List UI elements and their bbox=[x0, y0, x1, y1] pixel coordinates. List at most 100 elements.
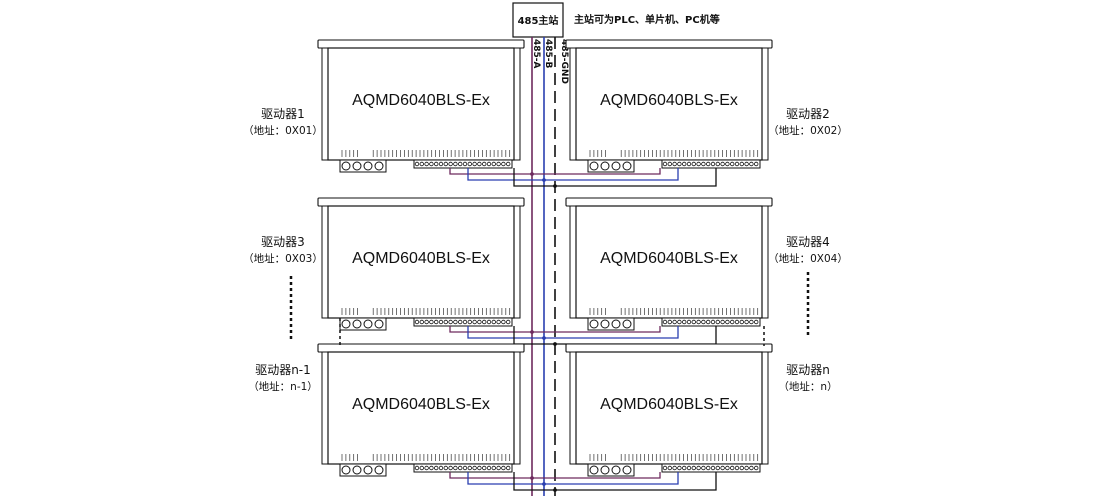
driver-flange bbox=[565, 39, 773, 49]
driver-name-label: 驱动器n-1 bbox=[255, 363, 311, 377]
driver-2: AQMD6040BLS-Ex 驱动器2 （地址：0X02） bbox=[530, 39, 848, 188]
signal-terminal-block bbox=[413, 463, 513, 473]
master-note: 主站可为PLC、单片机、PC机等 bbox=[574, 13, 720, 26]
driver-side-tab-right bbox=[513, 205, 521, 319]
power-terminal-block bbox=[587, 317, 635, 331]
junction-dot bbox=[530, 330, 534, 334]
driver-1: AQMD6040BLS-Ex 驱动器1 （地址：0X01） bbox=[243, 39, 557, 188]
driver-tap-wire bbox=[532, 326, 661, 333]
driver-tap-wire bbox=[449, 472, 532, 479]
driver-pin-marks bbox=[341, 308, 511, 315]
driver-flange bbox=[317, 343, 525, 353]
driver-address-label: （地址：0X01） bbox=[243, 124, 323, 137]
driver-side-tab-left bbox=[569, 47, 577, 161]
driver-side-tab-right bbox=[513, 351, 521, 465]
driver-name-label: 驱动器4 bbox=[786, 235, 830, 249]
driver-name-label: 驱动器n bbox=[786, 363, 830, 377]
driver-pin-marks bbox=[589, 150, 759, 157]
power-terminal-block bbox=[339, 317, 387, 331]
driver-pin-marks bbox=[341, 454, 511, 461]
driver-model-label: AQMD6040BLS-Ex bbox=[352, 396, 490, 413]
signal-terminal-block bbox=[413, 159, 513, 169]
driver-tap-wire bbox=[544, 326, 679, 339]
driver-body bbox=[327, 351, 515, 465]
driver-tap-wire bbox=[544, 472, 679, 485]
driver-side-tab-left bbox=[569, 205, 577, 319]
driver-model-label: AQMD6040BLS-Ex bbox=[600, 92, 738, 109]
junction-dot bbox=[542, 178, 546, 182]
bus-wires bbox=[531, 37, 556, 496]
driver-side-tab-left bbox=[321, 351, 329, 465]
power-terminal-block bbox=[587, 159, 635, 173]
power-terminal-block bbox=[339, 463, 387, 477]
driver-6: AQMD6040BLS-Ex 驱动器n （地址：n） bbox=[530, 343, 838, 492]
signal-terminal-block bbox=[661, 317, 761, 327]
driver-tap-wire bbox=[513, 472, 555, 491]
driver-tap-wire bbox=[467, 326, 544, 339]
driver-3: AQMD6040BLS-Ex 驱动器3 （地址：0X03） bbox=[243, 197, 557, 346]
driver-4: AQMD6040BLS-Ex 驱动器4 （地址：0X04） bbox=[530, 197, 848, 346]
driver-address-label: （地址：n-1） bbox=[248, 380, 318, 393]
driver-tap-wire bbox=[467, 472, 544, 485]
driver-5: AQMD6040BLS-Ex 驱动器n-1 （地址：n-1） bbox=[248, 343, 557, 492]
driver-tap-wire bbox=[532, 472, 661, 479]
driver-pin-marks bbox=[589, 454, 759, 461]
driver-tap-wire bbox=[467, 168, 544, 181]
junction-dot bbox=[530, 476, 534, 480]
driver-address-label: （地址：n） bbox=[778, 380, 837, 393]
driver-model-label: AQMD6040BLS-Ex bbox=[352, 92, 490, 109]
junction-dot bbox=[530, 172, 534, 176]
bus-label-gnd: 485-GND bbox=[559, 39, 569, 84]
bus-label-b: 485-B bbox=[543, 39, 553, 69]
driver-side-tab-right bbox=[761, 47, 769, 161]
driver-side-tab-left bbox=[569, 351, 577, 465]
power-terminal-block bbox=[339, 159, 387, 173]
driver-flange bbox=[565, 197, 773, 207]
junction-dot bbox=[553, 184, 557, 188]
driver-flange bbox=[565, 343, 773, 353]
driver-model-label: AQMD6040BLS-Ex bbox=[600, 250, 738, 267]
driver-side-tab-right bbox=[761, 205, 769, 319]
driver-name-label: 驱动器3 bbox=[261, 235, 305, 249]
driver-tap-wire bbox=[555, 168, 717, 187]
power-terminal-block bbox=[587, 463, 635, 477]
driver-flange bbox=[317, 39, 525, 49]
driver-flange bbox=[317, 197, 525, 207]
driver-address-label: （地址：0X02） bbox=[768, 124, 848, 137]
driver-body bbox=[575, 351, 763, 465]
driver-tap-wire bbox=[449, 326, 532, 333]
driver-name-label: 驱动器1 bbox=[261, 107, 305, 121]
junction-dot bbox=[542, 482, 546, 486]
signal-terminal-block bbox=[413, 317, 513, 327]
driver-tap-wire bbox=[532, 168, 661, 175]
driver-model-label: AQMD6040BLS-Ex bbox=[600, 396, 738, 413]
signal-terminal-block bbox=[661, 463, 761, 473]
driver-tap-wire bbox=[555, 472, 717, 491]
junction-dot bbox=[553, 342, 557, 346]
driver-address-label: （地址：0X04） bbox=[768, 252, 848, 265]
driver-tap-wire bbox=[513, 326, 555, 345]
driver-model-label: AQMD6040BLS-Ex bbox=[352, 250, 490, 267]
driver-tap-wire bbox=[513, 168, 555, 187]
driver-address-label: （地址：0X03） bbox=[243, 252, 323, 265]
driver-pin-marks bbox=[589, 308, 759, 315]
master-station: 485主站 主站可为PLC、单片机、PC机等 bbox=[512, 2, 720, 38]
junction-dot bbox=[553, 488, 557, 492]
signal-terminal-block bbox=[661, 159, 761, 169]
continuation-dots bbox=[289, 272, 810, 346]
driver-tap-wire bbox=[449, 168, 532, 175]
driver-pin-marks bbox=[341, 150, 511, 157]
driver-side-tab-left bbox=[321, 47, 329, 161]
driver-side-tab-left bbox=[321, 205, 329, 319]
driver-name-label: 驱动器2 bbox=[786, 107, 830, 121]
driver-body bbox=[575, 47, 763, 161]
driver-side-tab-right bbox=[761, 351, 769, 465]
bus-label-a: 485-A bbox=[531, 39, 541, 69]
driver-side-tab-right bbox=[513, 47, 521, 161]
junction-dot bbox=[542, 336, 546, 340]
master-box-label: 485主站 bbox=[518, 14, 559, 27]
driver-tap-wire bbox=[544, 168, 679, 181]
driver-tap-wire bbox=[555, 326, 717, 345]
driver-body bbox=[327, 47, 515, 161]
